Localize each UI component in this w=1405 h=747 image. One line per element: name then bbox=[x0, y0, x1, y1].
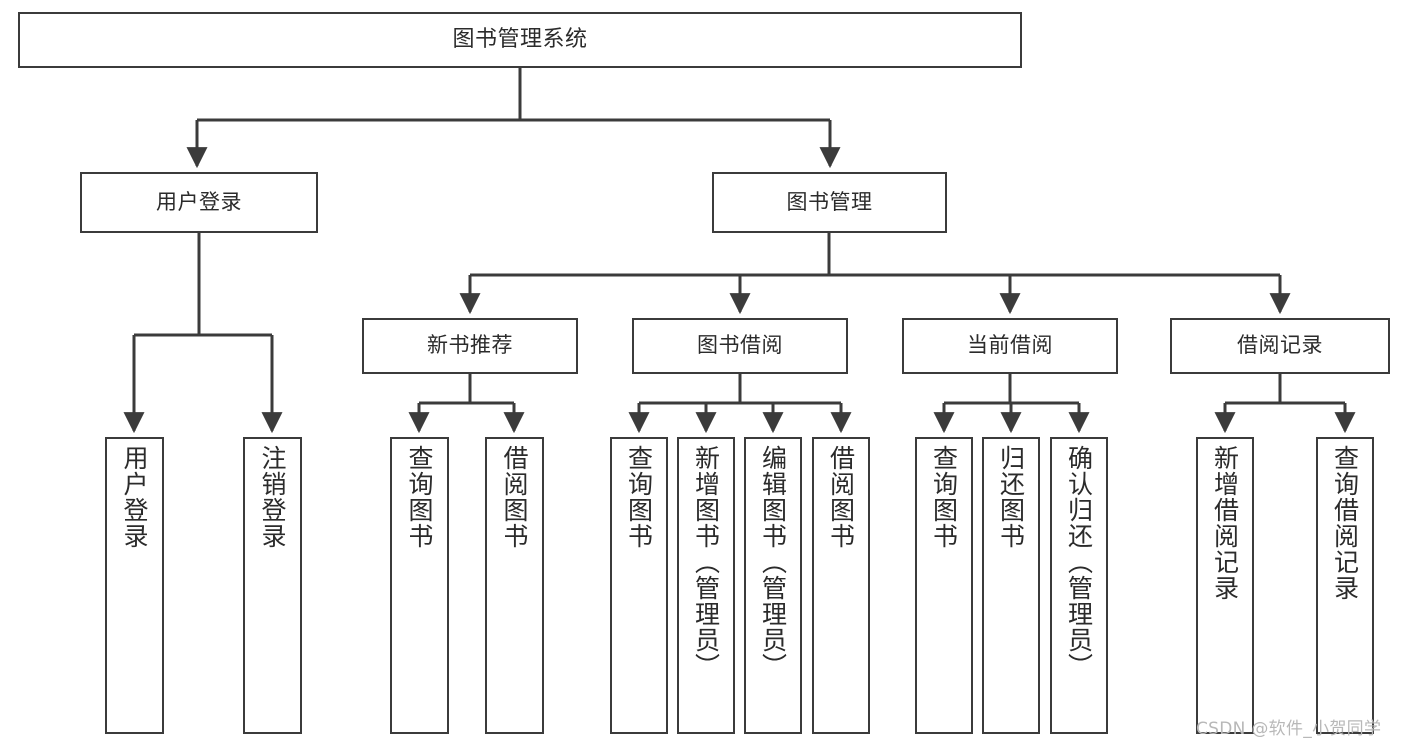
node-leaf-confirm-return-admin[interactable]: 确认归还（管理员） bbox=[1050, 437, 1108, 734]
node-leaf-logout[interactable]: 注销登录 bbox=[243, 437, 302, 734]
node-leaf-add-book-admin-label: 新增图书（管理员） bbox=[691, 445, 721, 679]
node-leaf-borrow-book-label: 借阅图书 bbox=[826, 445, 856, 549]
node-leaf-query-book-label: 查询图书 bbox=[624, 445, 654, 549]
node-leaf-query-book-recommend[interactable]: 查询图书 bbox=[390, 437, 449, 734]
node-new-book-recommend[interactable]: 新书推荐 bbox=[362, 318, 578, 374]
node-leaf-borrow-book-recommend-label: 借阅图书 bbox=[500, 445, 529, 549]
node-new-book-recommend-label: 新书推荐 bbox=[427, 333, 513, 358]
node-root-label: 图书管理系统 bbox=[452, 26, 588, 52]
node-leaf-user-login-label: 用户登录 bbox=[120, 445, 149, 549]
node-leaf-add-book-admin[interactable]: 新增图书（管理员） bbox=[677, 437, 735, 734]
node-leaf-query-book-current-label: 查询图书 bbox=[929, 445, 959, 549]
node-book-manage[interactable]: 图书管理 bbox=[712, 172, 947, 233]
node-current-borrow[interactable]: 当前借阅 bbox=[902, 318, 1118, 374]
watermark: CSDN @软件_小贺同学 bbox=[1196, 719, 1382, 739]
node-leaf-confirm-return-admin-label: 确认归还（管理员） bbox=[1064, 445, 1094, 679]
node-book-borrow-label: 图书借阅 bbox=[697, 333, 783, 358]
node-book-borrow[interactable]: 图书借阅 bbox=[632, 318, 848, 374]
node-leaf-query-book-current[interactable]: 查询图书 bbox=[915, 437, 973, 734]
node-leaf-query-book[interactable]: 查询图书 bbox=[610, 437, 668, 734]
node-leaf-edit-book-admin-label: 编辑图书（管理员） bbox=[758, 445, 788, 679]
node-leaf-add-borrow-record[interactable]: 新增借阅记录 bbox=[1196, 437, 1254, 734]
node-leaf-user-login[interactable]: 用户登录 bbox=[105, 437, 164, 734]
node-leaf-query-book-recommend-label: 查询图书 bbox=[405, 445, 434, 549]
node-leaf-return-book[interactable]: 归还图书 bbox=[982, 437, 1040, 734]
node-user-login[interactable]: 用户登录 bbox=[80, 172, 318, 233]
node-book-manage-label: 图书管理 bbox=[786, 189, 873, 214]
node-leaf-edit-book-admin[interactable]: 编辑图书（管理员） bbox=[744, 437, 802, 734]
node-current-borrow-label: 当前借阅 bbox=[967, 333, 1053, 358]
node-leaf-borrow-book[interactable]: 借阅图书 bbox=[812, 437, 870, 734]
node-user-login-label: 用户登录 bbox=[156, 189, 242, 214]
node-root[interactable]: 图书管理系统 bbox=[18, 12, 1022, 68]
node-leaf-logout-label: 注销登录 bbox=[258, 445, 287, 549]
node-leaf-borrow-book-recommend[interactable]: 借阅图书 bbox=[485, 437, 544, 734]
node-borrow-record-label: 借阅记录 bbox=[1237, 333, 1323, 358]
node-leaf-query-borrow-record-label: 查询借阅记录 bbox=[1330, 445, 1360, 601]
node-leaf-return-book-label: 归还图书 bbox=[996, 445, 1026, 549]
node-leaf-query-borrow-record[interactable]: 查询借阅记录 bbox=[1316, 437, 1374, 734]
node-borrow-record[interactable]: 借阅记录 bbox=[1170, 318, 1390, 374]
node-leaf-add-borrow-record-label: 新增借阅记录 bbox=[1210, 445, 1240, 601]
